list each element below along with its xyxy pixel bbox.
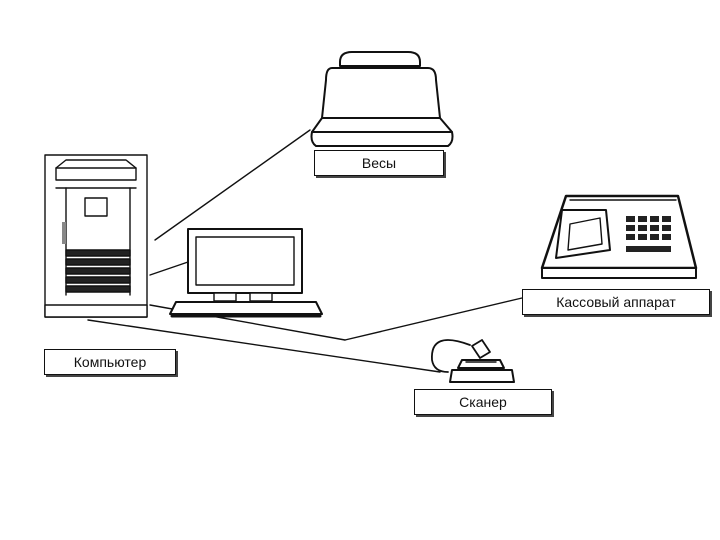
label-cash-register-text: Кассовый аппарат [556,294,676,310]
label-computer: Компьютер [44,349,176,375]
line-computer-scanner [87,319,441,373]
line-register-hub [344,297,523,341]
label-scales-text: Весы [361,155,397,171]
cash-register-icon [540,194,698,279]
label-scanner: Сканер [414,389,552,415]
line-computer-monitor [149,261,189,276]
label-scales: Весы [314,150,444,176]
label-computer-text: Компьютер [73,354,147,370]
scanner-icon [431,339,515,383]
connection-lines [87,129,523,373]
label-cash-register: Кассовый аппарат [522,289,710,315]
line-computer-scales [154,129,311,241]
label-scanner-text: Сканер [459,394,507,410]
scales-icon [310,51,454,147]
computer-tower-icon [44,154,148,318]
monitor-icon [169,228,323,318]
